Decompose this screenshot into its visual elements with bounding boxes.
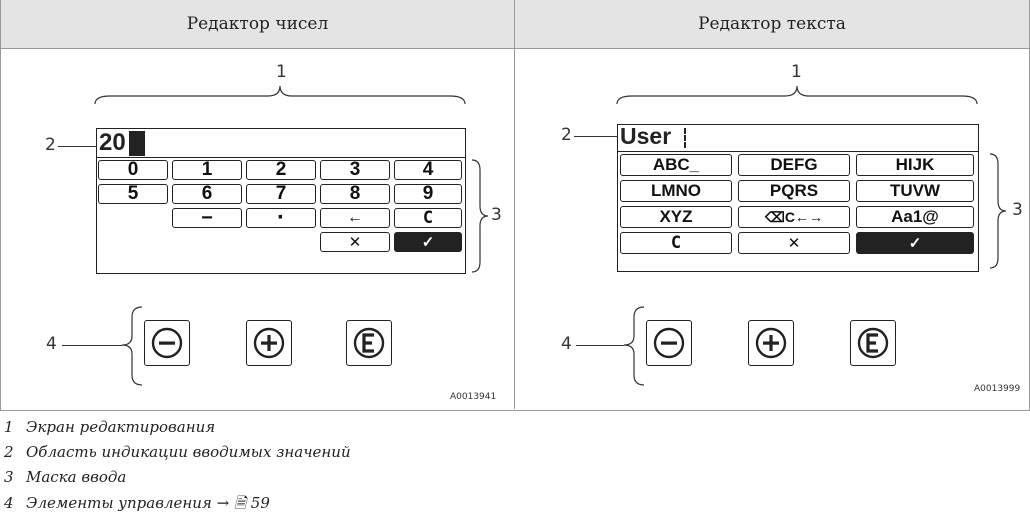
left-panel-title: Редактор чисел <box>1 0 514 48</box>
key-backspace-arrow[interactable]: ← <box>320 208 390 228</box>
key-confirm[interactable]: ✓ <box>394 232 462 252</box>
brace-4-right <box>623 306 645 386</box>
legend-text: Экран редактирования <box>26 418 216 436</box>
brace-3-right <box>989 153 1007 269</box>
key-9[interactable]: 9 <box>394 183 462 204</box>
minus-button-right[interactable] <box>646 320 692 366</box>
brace-1-right <box>616 85 978 105</box>
callout-2-left: 2 <box>45 135 56 155</box>
header-divider <box>0 48 1030 49</box>
key-8[interactable]: 8 <box>320 183 390 204</box>
key-defg[interactable]: DEFG <box>738 154 850 176</box>
enter-button-right[interactable] <box>850 320 896 366</box>
text-value-area: User <box>618 123 978 152</box>
brace-1-left <box>94 85 466 105</box>
legend-num: 2 <box>4 443 14 461</box>
figure-code-left: A0013941 <box>450 392 497 402</box>
key-xyz[interactable]: XYZ <box>620 206 732 228</box>
right-panel-title: Редактор текста <box>515 0 1029 48</box>
key-tuvw[interactable]: TUVW <box>856 180 974 202</box>
key-2[interactable]: 2 <box>246 159 316 180</box>
leader-4-left <box>62 345 122 346</box>
key-lmno[interactable]: LMNO <box>620 180 732 202</box>
key-4[interactable]: 4 <box>394 159 462 180</box>
key-minus[interactable]: − <box>172 207 242 229</box>
plus-button-right[interactable] <box>748 320 794 366</box>
key-clear[interactable]: C <box>394 208 462 228</box>
enter-e-icon <box>353 327 385 359</box>
legend-text: Область индикации вводимых значений <box>26 443 351 461</box>
legend-item-2: 2 Область индикации вводимых значений <box>4 443 351 461</box>
key-5[interactable]: 5 <box>98 183 168 204</box>
panel-divider <box>514 0 515 409</box>
key-7[interactable]: 7 <box>246 183 316 204</box>
cursor-block <box>129 131 145 156</box>
enter-button[interactable] <box>346 320 392 366</box>
legend-text: Маска ввода <box>26 468 127 486</box>
callout-3-right: 3 <box>1012 200 1023 220</box>
key-confirm-text[interactable]: ✓ <box>856 232 974 254</box>
legend-text: Элементы управления → 🗎 59 <box>26 494 270 512</box>
leader-2-right <box>574 136 618 137</box>
key-edit-functions[interactable]: ⌫C←→ <box>738 206 850 228</box>
legend-num: 1 <box>4 418 14 436</box>
callout-2-right: 2 <box>561 125 572 145</box>
minus-button[interactable] <box>144 320 190 366</box>
leader-4-right <box>576 345 624 346</box>
key-hijk[interactable]: HIJK <box>856 154 974 176</box>
key-decimal-point[interactable]: · <box>246 204 316 231</box>
key-1[interactable]: 1 <box>172 159 242 180</box>
callout-1-right: 1 <box>791 62 802 82</box>
legend-item-3: 3 Маска ввода <box>4 468 126 486</box>
brace-4-left <box>121 306 143 386</box>
callout-1-left: 1 <box>276 62 287 82</box>
key-3[interactable]: 3 <box>320 159 390 180</box>
key-cancel[interactable]: ✕ <box>320 232 390 252</box>
minus-icon <box>653 327 685 359</box>
figure-code-right: A0013999 <box>974 384 1021 394</box>
key-cancel-text[interactable]: ✕ <box>738 232 850 254</box>
text-cursor <box>684 128 686 148</box>
plus-icon <box>253 327 285 359</box>
callout-3-left: 3 <box>491 205 502 225</box>
callout-4-left: 4 <box>46 334 57 354</box>
legend-item-4: 4 Элементы управления → 🗎 59 <box>4 493 270 518</box>
brace-3-left <box>471 159 489 273</box>
key-0[interactable]: 0 <box>98 159 168 180</box>
number-value-area: 20 <box>97 129 465 158</box>
text-display-value: User <box>620 123 672 149</box>
plus-button[interactable] <box>246 320 292 366</box>
legend-num: 3 <box>4 468 14 486</box>
legend-num: 4 <box>4 494 14 512</box>
minus-icon <box>151 327 183 359</box>
leader-2-left <box>58 146 96 147</box>
key-clear-text[interactable]: C <box>620 232 732 254</box>
callout-4-right: 4 <box>561 334 572 354</box>
legend-item-1: 1 Экран редактирования <box>4 418 215 436</box>
number-display-value: 20 <box>99 129 126 156</box>
key-pqrs[interactable]: PQRS <box>738 180 850 202</box>
key-case-toggle[interactable]: Aa1@ <box>856 206 974 228</box>
key-abc[interactable]: ABC_ <box>620 154 732 176</box>
enter-e-icon <box>857 327 889 359</box>
plus-icon <box>755 327 787 359</box>
key-6[interactable]: 6 <box>172 183 242 204</box>
